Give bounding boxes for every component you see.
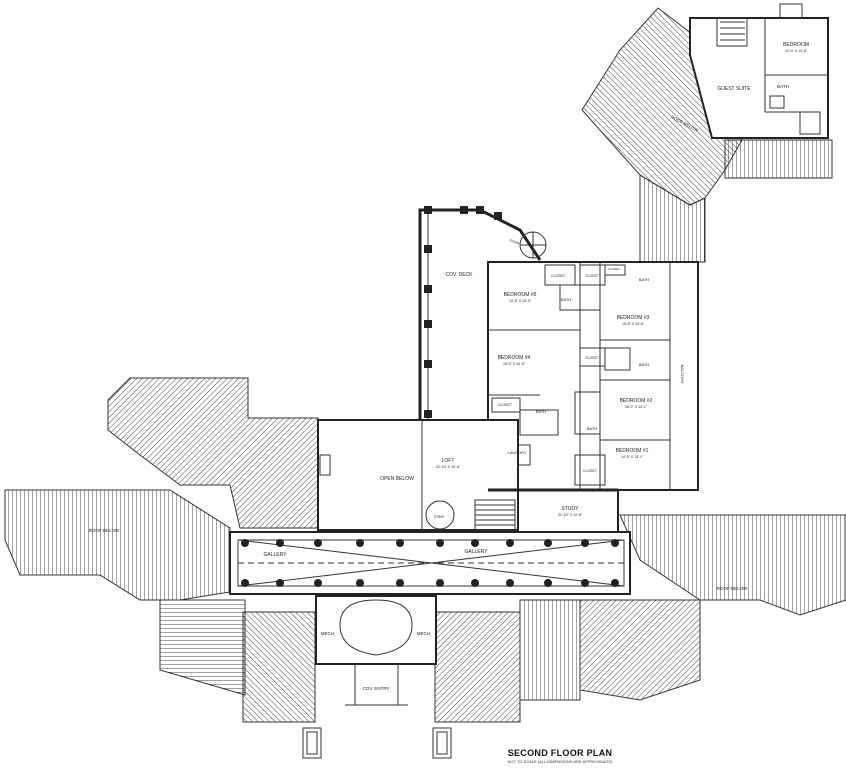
study-dim: 22'-10" X 14'-8" xyxy=(558,513,583,517)
gallery-block xyxy=(229,531,631,595)
roof-below-label-3: ROOF BELOW xyxy=(717,586,748,591)
bedroom5-dim: 13'-8" X 13'-0" xyxy=(509,299,532,303)
bedroom4-dim: 15'-0" X 13'-8" xyxy=(503,362,526,366)
bath-label-a: BATH xyxy=(561,297,571,302)
roof-front-left-pavilion xyxy=(242,611,316,723)
loft-dim: 22'-10" X 19'-6" xyxy=(436,465,461,469)
bedroom-wing xyxy=(418,206,699,491)
closet-label-c: CLOSET xyxy=(608,267,620,271)
bedroom1-label: BEDROOM #1 xyxy=(616,448,649,454)
roof-below-label-2: ROOF BELOW xyxy=(89,528,120,533)
bedroom1-dim: 14'-8" X 13'-1" xyxy=(621,455,644,459)
balcony-label: BALCONY xyxy=(680,364,685,383)
bath-label-c: BATH xyxy=(639,362,649,367)
bath-label-d: BATH xyxy=(536,409,546,414)
gallery-mid-label: GALLERY xyxy=(465,549,489,555)
bath-label-b: BATH xyxy=(639,277,649,282)
roof-diagonal-connector xyxy=(639,174,706,263)
bedroom3-label: BEDROOM #3 xyxy=(617,315,650,321)
open-below-label: OPEN BELOW xyxy=(380,476,414,482)
closet-label-a: CLOSET xyxy=(551,274,566,278)
roof-right-lower xyxy=(579,599,701,701)
closet-label-d: CLOSET xyxy=(585,356,600,360)
loft-label: LOFT xyxy=(442,458,455,464)
title-block: SECOND FLOOR PLAN NOT TO SCALE (ALL DIME… xyxy=(500,748,620,764)
guest-bedroom-label: BEDROOM xyxy=(783,42,809,48)
roof-left-upper xyxy=(107,377,319,529)
roof-right-main xyxy=(619,514,846,616)
roof-right-mid xyxy=(519,599,581,701)
laundry-label: LAUNDRY xyxy=(507,450,526,455)
guest-bath-label: BATH xyxy=(777,84,789,89)
guest-bedroom-dim: 10'-0" X 13'-8" xyxy=(785,49,808,53)
deck-columns xyxy=(424,206,502,418)
central-block xyxy=(317,419,619,533)
cov-entry-label: COV. ENTRY xyxy=(362,686,389,691)
stair-top-label: STAIR xyxy=(509,238,520,245)
closet-label-f: CLOSET xyxy=(583,469,598,473)
cov-deck-label: COV. DECK xyxy=(445,272,473,278)
bedroom5-label: BEDROOM #5 xyxy=(504,292,537,298)
roof-areas xyxy=(4,7,846,723)
bedroom2-label: BEDROOM #2 xyxy=(620,398,653,404)
bedroom2-dim: 18'-0" X 13'-1" xyxy=(625,405,648,409)
roof-left-front xyxy=(159,599,246,696)
entry-block xyxy=(302,595,452,759)
gallery-left-label: GALLERY xyxy=(264,552,288,558)
gallery-columns xyxy=(241,539,619,587)
bedroom4-label: BEDROOM #4 xyxy=(498,355,531,361)
closet-label-e: CLOSET xyxy=(498,403,513,407)
guest-suite-label: GUEST SUITE xyxy=(717,86,751,92)
study-label: STUDY xyxy=(562,506,580,512)
closet-label-b: CLOSET xyxy=(585,274,600,278)
plan-note: NOT TO SCALE (ALL DIMENSIONS ARE APPROXI… xyxy=(507,759,613,764)
guest-suite-block xyxy=(689,3,829,139)
roof-front-right-pavilion xyxy=(434,611,521,723)
mech-right-label: MECH. xyxy=(417,631,432,636)
stair-mid-label: STAIR xyxy=(434,515,445,519)
bath-label-e: BATH xyxy=(587,426,597,431)
plan-title: SECOND FLOOR PLAN xyxy=(507,748,613,758)
bedroom3-dim: 15'-6" X 14'-6" xyxy=(622,322,645,326)
roof-upper-strip xyxy=(724,139,833,179)
mech-left-label: MECH. xyxy=(321,631,336,636)
roof-left-lower xyxy=(4,489,231,601)
